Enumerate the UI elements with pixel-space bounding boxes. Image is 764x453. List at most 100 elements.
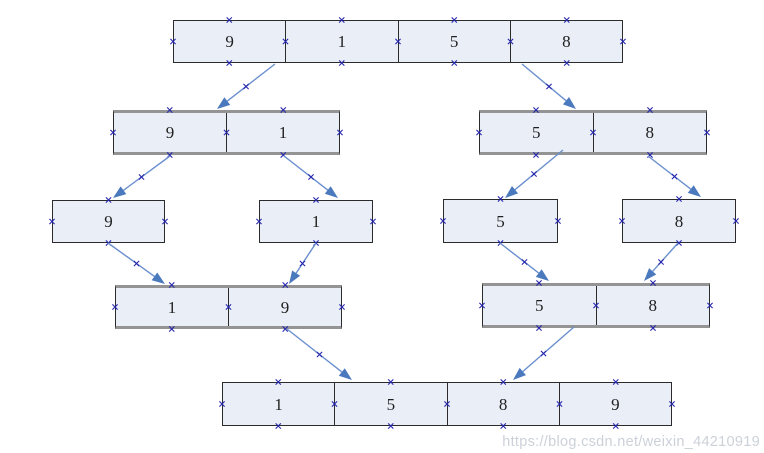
array-cell: 8 bbox=[595, 286, 710, 325]
arrowhead-icon bbox=[113, 186, 127, 198]
connector-line bbox=[295, 242, 317, 274]
array-cell: 9 bbox=[228, 288, 341, 326]
arrow-split-91-to-single-9 bbox=[113, 155, 171, 198]
array-cell: 8 bbox=[623, 200, 735, 242]
array-cell: 1 bbox=[285, 21, 397, 62]
array-cell: 9 bbox=[174, 21, 285, 62]
arrow-split-58-to-single-5 bbox=[505, 149, 564, 198]
handle-cross-icon bbox=[540, 350, 547, 357]
arrow-split-58-to-single-8 bbox=[647, 155, 701, 197]
handle-cross-icon bbox=[531, 171, 537, 177]
arrow-single-8-to-merge-58 bbox=[644, 242, 679, 281]
handle-cross-icon bbox=[133, 260, 140, 267]
handle-cross-icon bbox=[316, 351, 323, 358]
handle-cross-icon bbox=[546, 83, 552, 90]
cell-value: 5 bbox=[532, 123, 541, 142]
array-box-single-8: 8 bbox=[622, 199, 736, 243]
handle-cross-icon bbox=[531, 171, 537, 177]
handle-cross-icon bbox=[658, 259, 664, 265]
arrowhead-icon bbox=[505, 186, 519, 198]
cell-value: 5 bbox=[386, 394, 396, 414]
arrowhead-icon bbox=[217, 97, 231, 109]
handle-cross-icon bbox=[671, 173, 678, 180]
connector-line bbox=[499, 242, 540, 274]
arrow-single-1-to-merge-19 bbox=[289, 242, 317, 284]
arrow-split-91-to-single-1 bbox=[283, 155, 338, 198]
connector-line bbox=[107, 242, 155, 277]
handle-cross-icon bbox=[308, 174, 314, 180]
cell-value: 9 bbox=[165, 123, 175, 142]
array-cell: 8 bbox=[592, 113, 707, 152]
cell-value: 8 bbox=[562, 32, 571, 51]
handle-cross-icon bbox=[133, 260, 140, 267]
handle-cross-icon bbox=[671, 173, 678, 180]
cell-value: 8 bbox=[674, 211, 684, 231]
arrow-root-9158-to-split-58 bbox=[521, 63, 576, 109]
arrowhead-icon bbox=[513, 367, 526, 380]
connector-line bbox=[123, 155, 171, 191]
handle-cross-icon bbox=[299, 260, 306, 267]
array-cell: 5 bbox=[334, 383, 446, 425]
handle-cross-icon bbox=[138, 174, 145, 180]
cell-value: 5 bbox=[496, 211, 505, 231]
cell-value: 1 bbox=[278, 123, 288, 142]
arrowhead-icon bbox=[687, 185, 701, 197]
arrowhead-icon bbox=[151, 272, 165, 284]
connector-line bbox=[286, 328, 343, 373]
array-box-root-9158: 9 1 5 8 bbox=[173, 20, 623, 63]
cell-value: 9 bbox=[280, 297, 290, 317]
connector-line bbox=[522, 326, 575, 373]
cell-value: 5 bbox=[449, 32, 459, 51]
cell-value: 1 bbox=[167, 297, 177, 317]
handle-cross-icon bbox=[308, 174, 314, 180]
array-cell: 5 bbox=[444, 200, 557, 242]
handle-cross-icon bbox=[243, 83, 249, 90]
cell-value: 1 bbox=[274, 394, 283, 414]
cell-value: 9 bbox=[104, 212, 113, 231]
array-cell: 9 bbox=[558, 383, 671, 425]
array-cell: 1 bbox=[260, 201, 372, 242]
array-cell: 1 bbox=[226, 113, 339, 152]
array-cell: 9 bbox=[53, 201, 164, 242]
array-box-single-5: 5 bbox=[443, 199, 558, 243]
handle-cross-icon bbox=[521, 259, 528, 265]
array-box-single-9: 9 bbox=[52, 200, 165, 243]
connector-line bbox=[652, 242, 679, 272]
array-cell: 9 bbox=[114, 113, 226, 152]
handle-cross-icon bbox=[540, 350, 547, 357]
array-cell: 1 bbox=[116, 288, 228, 326]
cell-value: 8 bbox=[648, 296, 658, 315]
arrowhead-icon bbox=[535, 269, 549, 281]
connector-line bbox=[514, 149, 564, 191]
array-box-single-1: 1 bbox=[259, 200, 373, 243]
arrowhead-icon bbox=[324, 186, 338, 198]
connector-line bbox=[647, 155, 692, 190]
array-cell: 1 bbox=[223, 383, 334, 425]
arrow-single-9-to-merge-19 bbox=[107, 242, 165, 284]
array-cell: 5 bbox=[397, 21, 510, 62]
array-cell: 5 bbox=[483, 286, 596, 325]
cell-value: 9 bbox=[611, 394, 620, 414]
handle-cross-icon bbox=[299, 260, 306, 267]
handle-cross-icon bbox=[316, 351, 323, 358]
handle-cross-icon bbox=[243, 83, 249, 90]
arrowhead-icon bbox=[338, 368, 352, 380]
array-cell: 5 bbox=[480, 113, 593, 152]
arrow-merge-58-to-result-1589 bbox=[513, 326, 575, 380]
arrow-root-9158-to-split-91 bbox=[217, 63, 276, 109]
arrow-merge-19-to-result-1589 bbox=[286, 328, 352, 380]
connector-line bbox=[521, 63, 567, 102]
cell-value: 8 bbox=[645, 123, 655, 142]
arrowhead-icon bbox=[289, 270, 301, 284]
connector-line bbox=[226, 63, 276, 102]
handle-cross-icon bbox=[521, 259, 528, 265]
array-cell: 8 bbox=[509, 21, 622, 62]
cell-value: 9 bbox=[225, 32, 234, 51]
arrowhead-icon bbox=[562, 96, 576, 109]
